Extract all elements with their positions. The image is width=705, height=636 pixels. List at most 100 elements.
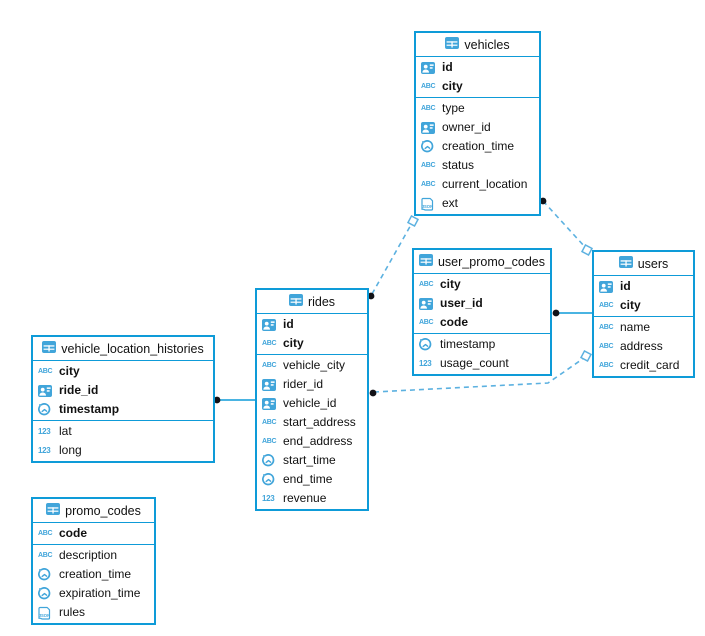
- table-header[interactable]: vehicle_location_histories: [33, 337, 213, 361]
- table-title: user_promo_codes: [437, 254, 545, 269]
- relation-dot-marker: [367, 292, 375, 300]
- column-name: expiration_time: [59, 586, 141, 600]
- column-code[interactable]: ABC code: [414, 313, 550, 332]
- relation-dot-marker: [552, 309, 560, 317]
- json-type-icon: JSON: [38, 606, 55, 620]
- column-name: rider_id: [283, 377, 324, 391]
- text-type-icon: ABC: [38, 530, 53, 537]
- table-header[interactable]: user_promo_codes: [414, 250, 550, 274]
- column-ride_id[interactable]: ride_id: [33, 381, 213, 400]
- column-end_time[interactable]: end_time: [257, 470, 367, 489]
- text-type-icon: ABC: [262, 419, 277, 426]
- table-header[interactable]: users: [594, 252, 693, 276]
- column-rules[interactable]: JSON rules: [33, 603, 154, 622]
- column-name: usage_count: [440, 356, 509, 370]
- column-name: id: [283, 317, 294, 331]
- timestamp-icon: [38, 568, 55, 581]
- column-name: owner_id: [442, 120, 491, 134]
- text-type-icon: ABC: [599, 362, 614, 369]
- column-ext[interactable]: JSON ext: [416, 194, 539, 213]
- column-name: vehicle_id: [283, 396, 337, 410]
- column-id[interactable]: id: [594, 277, 693, 296]
- column-name: city: [283, 336, 304, 350]
- column-creation_time[interactable]: creation_time: [33, 565, 154, 584]
- table-header[interactable]: promo_codes: [33, 499, 154, 523]
- column-name: long: [59, 443, 82, 457]
- column-name: rules: [59, 605, 86, 619]
- text-type-icon: ABC: [599, 343, 614, 350]
- column-start_time[interactable]: start_time: [257, 451, 367, 470]
- uuid-icon: [599, 280, 616, 293]
- column-name: current_location: [442, 177, 528, 191]
- column-timestamp[interactable]: timestamp: [414, 335, 550, 354]
- text-type-icon: ABC: [419, 281, 434, 288]
- column-start_address[interactable]: ABC start_address: [257, 413, 367, 432]
- svg-text:JSON: JSON: [422, 204, 433, 209]
- timestamp-icon: [38, 403, 55, 416]
- column-vehicle_id[interactable]: vehicle_id: [257, 394, 367, 413]
- column-name: timestamp: [59, 402, 120, 416]
- relation-rides-to-vehicles: [371, 222, 413, 295]
- column-name: timestamp: [440, 337, 496, 351]
- table-icon: [46, 503, 61, 518]
- table-header[interactable]: rides: [257, 290, 367, 314]
- column-name: start_address: [283, 415, 356, 429]
- uuid-icon: [262, 378, 279, 391]
- table-header[interactable]: vehicles: [416, 33, 539, 57]
- text-type-icon: ABC: [421, 83, 436, 90]
- column-creation_time[interactable]: creation_time: [416, 137, 539, 156]
- svg-text:JSON: JSON: [39, 613, 50, 618]
- table-title: vehicle_location_histories: [61, 341, 204, 356]
- column-rider_id[interactable]: rider_id: [257, 375, 367, 394]
- relation-rides-to-users: [373, 357, 585, 393]
- table-title: vehicles: [464, 37, 510, 52]
- column-id[interactable]: id: [257, 315, 367, 334]
- column-name: ext: [442, 196, 459, 210]
- column-user_id[interactable]: user_id: [414, 294, 550, 313]
- table-title: promo_codes: [65, 503, 141, 518]
- column-name: end_address: [283, 434, 353, 448]
- column-name: description: [59, 548, 118, 562]
- text-type-icon: ABC: [599, 324, 614, 331]
- column-name: code: [440, 315, 469, 329]
- column-timestamp[interactable]: timestamp: [33, 400, 213, 419]
- column-expiration_time[interactable]: expiration_time: [33, 584, 154, 603]
- column-id[interactable]: id: [416, 58, 539, 77]
- column-name: city: [59, 364, 80, 378]
- timestamp-icon: [262, 473, 279, 486]
- column-owner_id[interactable]: owner_id: [416, 118, 539, 137]
- text-type-icon: ABC: [421, 105, 436, 112]
- column-name: status: [442, 158, 475, 172]
- text-type-icon: ABC: [419, 319, 434, 326]
- text-type-icon: ABC: [262, 362, 277, 369]
